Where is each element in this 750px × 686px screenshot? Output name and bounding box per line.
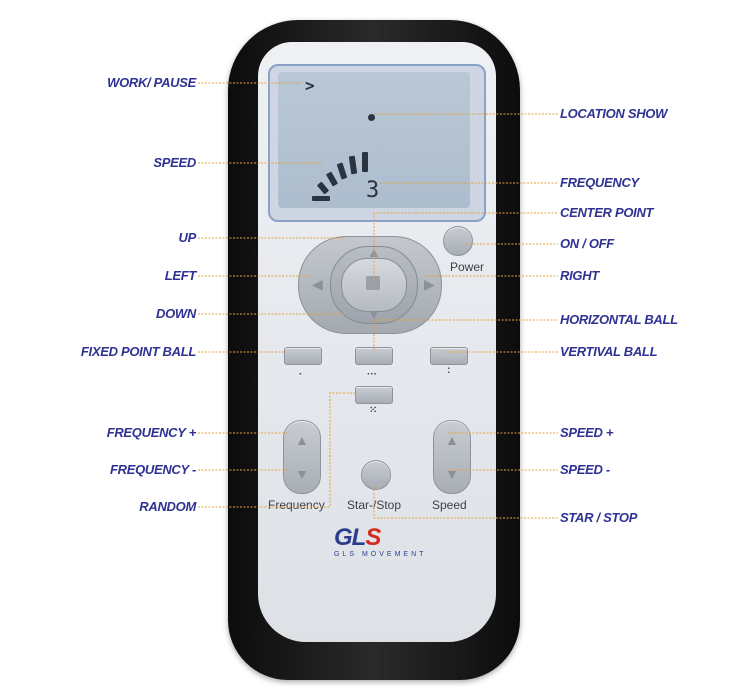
leader-center-point bbox=[373, 212, 558, 284]
random-dots-icon: ⁙ bbox=[369, 405, 378, 416]
horizontal-dots-icon: ··· bbox=[367, 369, 377, 380]
leader-random bbox=[198, 392, 356, 508]
label-speed-minus: SPEED - bbox=[560, 462, 610, 477]
label-left: LEFT bbox=[164, 268, 197, 283]
lcd-screen bbox=[278, 72, 470, 208]
label-up: UP bbox=[178, 230, 197, 245]
label-speed-plus: SPEED + bbox=[560, 425, 614, 440]
start-stop-button[interactable] bbox=[361, 460, 391, 490]
label-frequency: FREQUENCY bbox=[560, 175, 639, 190]
label-frequency-plus: FREQUENCY + bbox=[106, 425, 197, 440]
random-button[interactable] bbox=[355, 386, 393, 404]
label-on-off: ON / OFF bbox=[560, 236, 614, 251]
label-center-point: CENTER POINT bbox=[560, 205, 654, 220]
label-location-show: LOCATION SHOW bbox=[560, 106, 668, 121]
lcd-speed-bar-6 bbox=[362, 152, 368, 172]
frequency-label: Frequency bbox=[268, 498, 325, 512]
logo-part-b: S bbox=[365, 524, 381, 551]
logo-subtitle: GLS MOVEMENT bbox=[334, 551, 427, 558]
down-arrow-icon[interactable]: ▼ bbox=[367, 306, 381, 322]
label-horizontal-ball: HORIZONTAL BALL bbox=[560, 312, 678, 327]
speed-label: Speed bbox=[432, 498, 467, 512]
label-star-stop: STAR / STOP bbox=[560, 510, 638, 525]
power-label: Power bbox=[450, 260, 485, 274]
vertical-dots-icon: : bbox=[447, 365, 451, 376]
fixed-point-ball-button[interactable] bbox=[284, 347, 322, 365]
horizontal-ball-button[interactable] bbox=[355, 347, 393, 365]
label-fixed-point-ball: FIXED POINT BALL bbox=[80, 344, 196, 359]
label-right: RIGHT bbox=[560, 268, 599, 283]
power-button[interactable] bbox=[443, 226, 473, 256]
label-work-pause: WORK/ PAUSE bbox=[107, 75, 196, 90]
right-arrow-icon[interactable]: ▶ bbox=[424, 276, 435, 292]
frequency-down-arrow-icon[interactable]: ▼ bbox=[295, 466, 309, 482]
leader-horizontal-ball bbox=[373, 319, 558, 350]
left-arrow-icon[interactable]: ◀ bbox=[312, 276, 323, 292]
logo-part-a: GL bbox=[334, 524, 366, 551]
lcd-location-dot bbox=[368, 114, 375, 121]
single-dot-icon: · bbox=[299, 369, 303, 380]
lcd-speed-bar-1 bbox=[312, 196, 330, 201]
label-vertival-ball: VERTIVAL BALL bbox=[560, 344, 658, 359]
frequency-up-arrow-icon[interactable]: ▲ bbox=[295, 432, 309, 448]
lcd-frequency-value: 3 bbox=[366, 178, 380, 203]
frequency-rocker[interactable] bbox=[283, 420, 321, 494]
speed-rocker[interactable] bbox=[433, 420, 471, 494]
gls-logo: GLS bbox=[334, 524, 381, 552]
label-speed: SPEED bbox=[153, 155, 196, 170]
leader-star-stop bbox=[373, 486, 558, 519]
label-frequency-minus: FREQUENCY - bbox=[109, 462, 196, 477]
label-down: DOWN bbox=[156, 306, 196, 321]
label-random: RANDOM bbox=[139, 499, 196, 514]
center-square-icon bbox=[366, 276, 380, 290]
lcd-work-pause-indicator: > bbox=[305, 76, 315, 95]
speed-up-arrow-icon[interactable]: ▲ bbox=[445, 432, 459, 448]
